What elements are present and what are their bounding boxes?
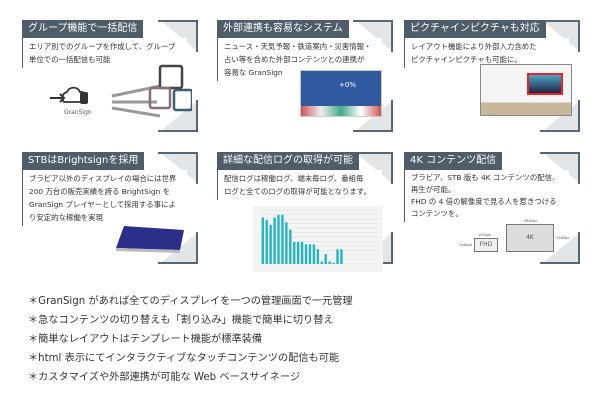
- desc-line: 容易な GranSign: [224, 68, 283, 77]
- desc-line: エリア別でのグループを作成して、グループ: [29, 42, 176, 51]
- chart-bar: [269, 224, 272, 264]
- desc-line: ニュース・天気予報・鉄道案内・災害情報・: [224, 42, 372, 51]
- desc-line: り安定的な稼働を実現: [29, 213, 103, 222]
- pip-display: [527, 73, 563, 95]
- chart-bar: [340, 249, 343, 264]
- group-delivery-illustration: GranSign: [42, 60, 192, 130]
- fhd-height: 1080px: [459, 243, 473, 247]
- feature-card-external-integration: 外部連携も容易なシステム ニュース・天気予報・鉄道案内・災害情報・占い等を含めた…: [217, 20, 393, 132]
- card-title: 詳細な配信ログの取得が可能: [217, 152, 359, 170]
- weather-screen-image: +0%: [300, 70, 382, 117]
- card-description: ブラビア以外のディスプレイの場合には世界 200 万台の販売実績を誇る Brigh…: [22, 170, 187, 226]
- chart-bar: [277, 214, 280, 264]
- desc-line: レイアウト機能により外部入力含めた: [411, 42, 537, 51]
- room-pip-image: [480, 64, 572, 116]
- desc-line: ブラビア、STB 版も 4K コンテンツの配信、: [411, 173, 560, 182]
- card-description: 配信ログは稼働ログ、端末毎ログ、番組毎ログと全てのログの取得が可能となります。: [217, 170, 382, 200]
- desc-line: 配信ログは稼働ログ、端末毎ログ、番組毎: [224, 174, 364, 183]
- fhd-box: FHD: [474, 238, 498, 252]
- desc-line: ピクチャインピクチャも可能に。: [411, 55, 522, 64]
- chart-bar: [300, 241, 304, 264]
- chart-bar: [285, 222, 288, 264]
- desc-line: 再生が可能。: [411, 185, 456, 194]
- chart-bar: [293, 241, 296, 264]
- desc-line: 占い等を含めた外部コンテンツとの連携が: [224, 55, 365, 64]
- chart-bar: [320, 261, 323, 264]
- chart-bar: [281, 214, 284, 264]
- card-description: ブラビア、STB 版も 4K コンテンツの配信、再生が可能。 FHD の 4 倍の…: [404, 170, 569, 222]
- feature-bullet: ＊カスタマイズや外部連携が可能な Web ベースサイネージ: [28, 372, 301, 383]
- card-title: グループ機能で一括配信: [22, 20, 144, 38]
- desc-line: FHD の 4 倍の解像度で見る人を惹きつける: [411, 197, 557, 206]
- chart-bar: [328, 261, 331, 264]
- feature-card-logs: 詳細な配信ログの取得が可能 配信ログは稼働ログ、端末毎ログ、番組毎ログと全てのロ…: [217, 152, 393, 272]
- feature-card-brightsign: STBはBrightsignを採用 ブラビア以外のディスプレイの場合には世界 20…: [22, 152, 198, 264]
- chart-bar: [261, 217, 264, 264]
- feature-bullet: ＊急なコンテンツの切り替えも「割り込み」機能で簡単に切り替え: [28, 315, 334, 326]
- feature-card-4k: 4K コンテンツ配信 ブラビア、STB 版も 4K コンテンツの配信、再生が可能…: [404, 152, 580, 264]
- feature-bullet: ＊GranSign があれば全てのディスプレイを一つの管理画面で一元管理: [28, 296, 353, 307]
- card-title: 外部連携も容易なシステム: [217, 20, 349, 38]
- 4k-height: 2160px: [556, 236, 570, 240]
- feature-card-group-delivery: グループ機能で一括配信 エリア別でのグループを作成して、グループ単位での一括配信…: [22, 20, 198, 132]
- desc-line: コンテンツを。: [411, 209, 463, 218]
- 4k-box: 4K: [506, 224, 554, 252]
- feature-bullet: ＊簡単なレイアウトはテンプレート機能が標準装備: [28, 334, 263, 345]
- log-chart: [253, 206, 383, 272]
- brightsign-player-image: [114, 224, 186, 254]
- chart-bar: [308, 244, 312, 264]
- cloud-devices-icon: [50, 64, 192, 118]
- gransign-label: GranSign: [64, 109, 92, 116]
- fhd-width: 1920px: [478, 233, 492, 237]
- chart-bar: [336, 249, 339, 264]
- chart-bar: [324, 254, 327, 264]
- desc-line: GranSign プレイヤーとして採用する事によ: [29, 200, 176, 209]
- chart-bar: [297, 241, 300, 264]
- feature-card-pip: ピクチャインピクチャも対応 レイアウト機能により外部入力含めたピクチャインピクチ…: [404, 20, 580, 132]
- chart-bar: [273, 217, 276, 264]
- chart-bar: [332, 262, 335, 264]
- card-title: 4K コンテンツ配信: [404, 152, 503, 170]
- resolution-diagram: FHD 4K 1920px 1080px 3840px 2160px: [452, 219, 572, 262]
- desc-line: ブラビア以外のディスプレイの場合には世界: [29, 174, 177, 183]
- chart-bar: [289, 229, 292, 264]
- chart-bar: [265, 219, 268, 264]
- corner-bracket: [158, 100, 198, 132]
- card-title: ピクチャインピクチャも対応: [404, 20, 546, 38]
- chart-bar: [312, 244, 316, 264]
- chart-bar: [304, 244, 308, 264]
- desc-line: 200 万台の販売実績を誇る BrightSign を: [29, 187, 171, 196]
- card-description: エリア別でのグループを作成して、グループ単位での一括配信も可能: [22, 38, 187, 68]
- desc-line: ログと全てのログの取得が可能となります。: [224, 187, 371, 196]
- chart-bar: [316, 249, 320, 264]
- weather-value: +0%: [339, 81, 356, 89]
- 4k-width: 3840px: [524, 219, 538, 223]
- desc-line: 単位での一括配信も可能: [29, 55, 111, 64]
- card-description: レイアウト機能により外部入力含めたピクチャインピクチャも可能に。: [404, 38, 569, 68]
- card-title: STBはBrightsignを採用: [22, 152, 145, 170]
- feature-bullet: ＊html 表示にてインタラクティブなタッチコンテンツの配信も可能: [28, 353, 340, 364]
